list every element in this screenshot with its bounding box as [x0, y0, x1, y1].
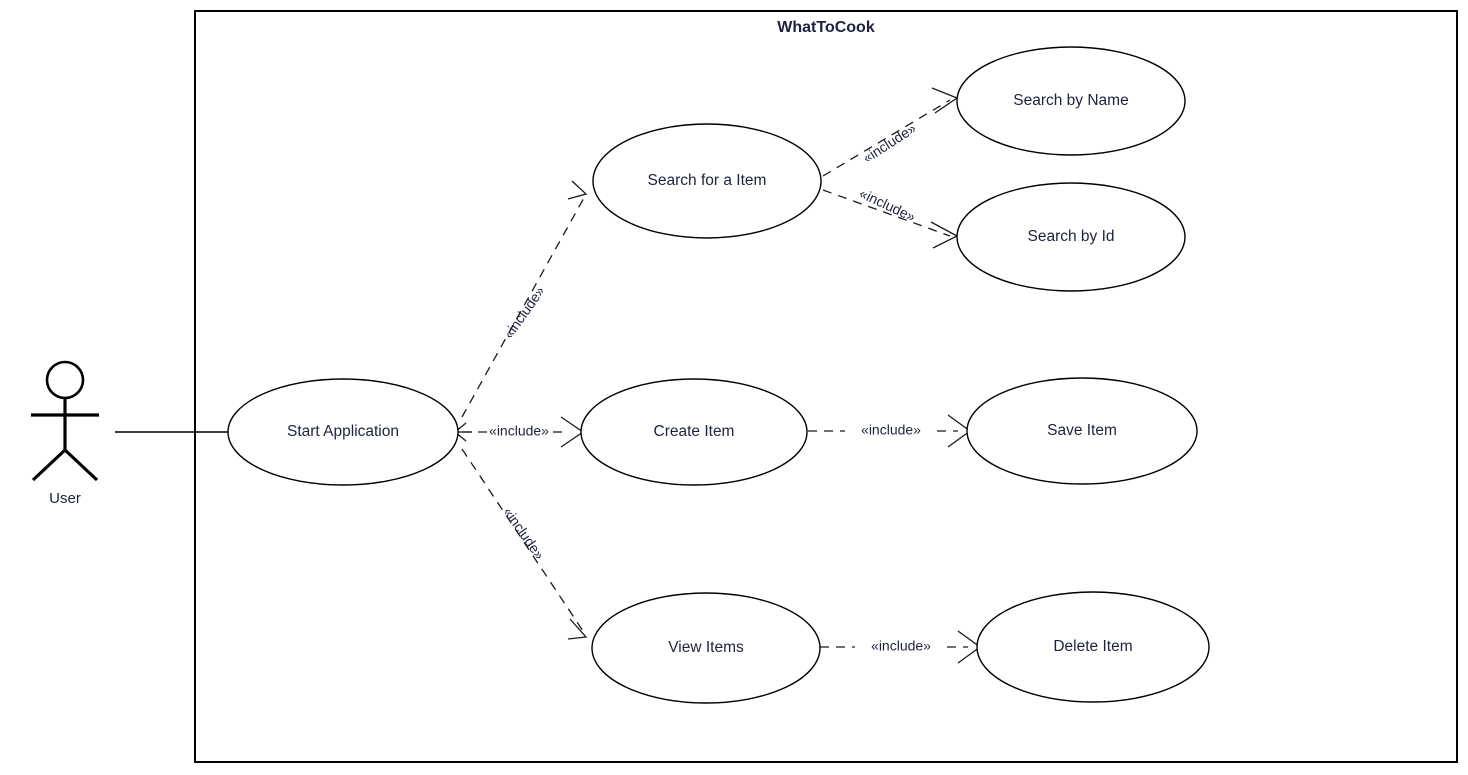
actor-right-leg-line: [63, 448, 99, 482]
include-dash-start-to-view: [461, 448, 586, 635]
use-case-label: Search by Id: [1027, 228, 1114, 245]
actor-label: User: [49, 490, 81, 507]
use-case-ellipse: [956, 46, 1186, 156]
use-case-delete-item[interactable]: Delete Item: [976, 591, 1210, 703]
arrowhead-start-to-create: [560, 416, 585, 448]
use-case-label: Search by Name: [1013, 92, 1128, 109]
use-case-view-items[interactable]: View Items: [591, 592, 821, 704]
include-line-start-to-view[interactable]: [461, 448, 588, 640]
include-label-create-to-save: «include»: [861, 422, 921, 438]
use-case-ellipse: [956, 182, 1186, 292]
arrowhead-start-to-search: [567, 180, 588, 200]
actor-head-icon: [45, 360, 85, 400]
use-case-ellipse: [227, 378, 459, 486]
system-boundary-title: WhatToCook: [777, 19, 875, 36]
use-case-search-by-id[interactable]: Search by Id: [956, 182, 1186, 292]
arrowhead-search-to-id: [930, 221, 959, 249]
actor-left-leg-line: [31, 448, 67, 482]
use-case-ellipse: [591, 592, 821, 704]
use-case-label: Create Item: [654, 423, 735, 440]
use-case-create-item[interactable]: Create Item: [580, 378, 808, 486]
include-line-start-to-search[interactable]: [461, 180, 588, 418]
use-case-label: Delete Item: [1053, 638, 1132, 655]
use-case-search-for-a-item[interactable]: Search for a Item: [592, 123, 822, 239]
use-case-start-application[interactable]: Start Application: [227, 378, 459, 486]
use-case-label: Start Application: [287, 423, 399, 440]
use-case-search-by-name[interactable]: Search by Name: [956, 46, 1186, 156]
include-label-start-to-create: «include»: [489, 423, 549, 439]
include-label-search-to-name: «include»: [860, 120, 919, 166]
use-case-label: Save Item: [1047, 422, 1117, 439]
use-case-ellipse: [580, 378, 808, 486]
actor-user[interactable]: User: [31, 360, 99, 507]
system-boundary-box: [194, 10, 1458, 763]
include-dash-start-to-search: [461, 195, 586, 418]
include-label-search-to-id: «include»: [857, 185, 918, 225]
include-dash-search-to-id: [822, 189, 951, 237]
use-case-ellipse: [966, 377, 1198, 485]
use-case-label: Search for a Item: [648, 172, 767, 189]
include-dash-search-to-name: [822, 99, 951, 177]
use-case-save-item[interactable]: Save Item: [966, 377, 1198, 485]
use-case-ellipse: [592, 123, 822, 239]
use-case-label: View Items: [668, 639, 744, 656]
include-label-start-to-view: «include»: [500, 504, 548, 562]
use-case-ellipse: [976, 591, 1210, 703]
arrowhead-start-to-view: [567, 618, 588, 640]
include-label-start-to-search: «include»: [500, 283, 548, 341]
include-label-view-to-delete: «include»: [871, 638, 931, 654]
